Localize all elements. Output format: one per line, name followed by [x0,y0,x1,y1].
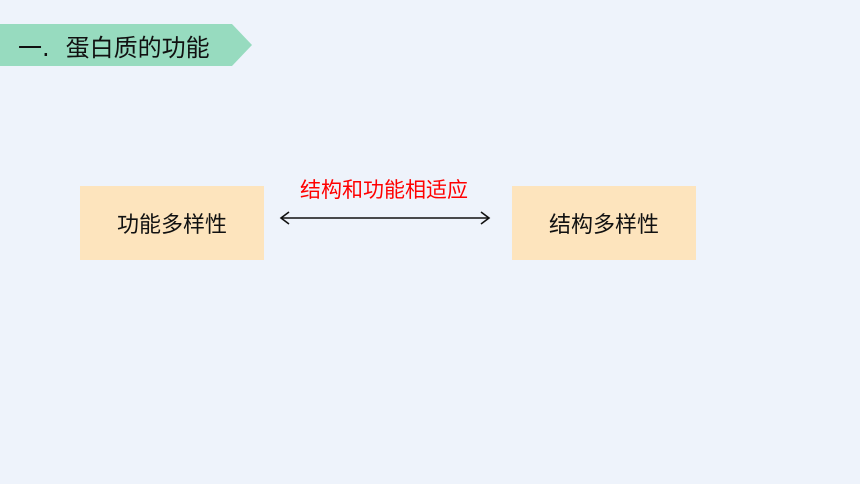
structural-diversity-box: 结构多样性 [512,186,696,260]
relation-label: 结构和功能相适应 [300,178,468,202]
functional-diversity-box: 功能多样性 [80,186,264,260]
section-number: 一. [18,33,50,62]
functional-diversity-label: 功能多样性 [116,213,227,238]
section-title: 蛋白质的功能 [65,33,210,62]
double-arrow-icon [279,211,491,225]
structural-diversity-label: 结构多样性 [548,213,659,238]
section-banner: 一. 蛋白质的功能 [0,24,252,66]
